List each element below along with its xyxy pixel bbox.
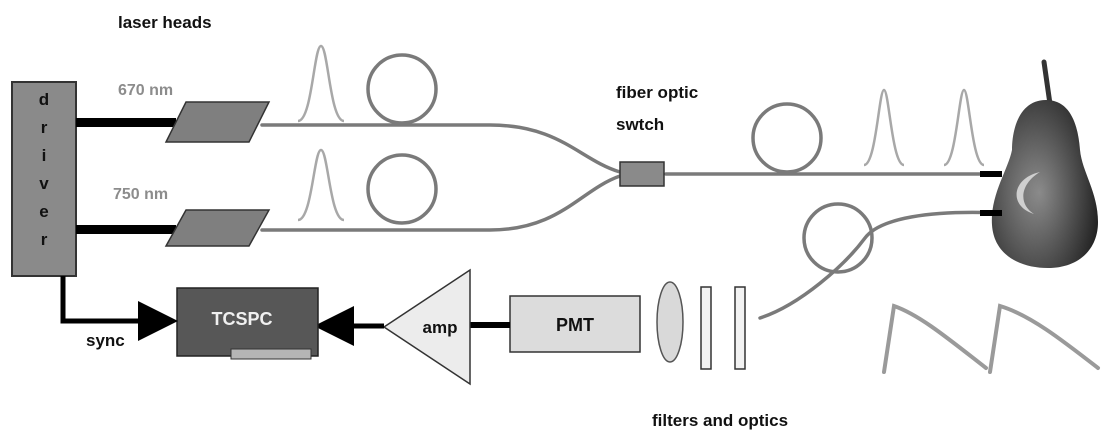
gaussian-pulse-icon <box>297 44 345 123</box>
filter-2 <box>734 286 746 370</box>
laser-heads-label: laser heads <box>118 13 212 32</box>
driver-cable-2 <box>76 225 176 234</box>
pmt-amp-link <box>470 322 510 328</box>
driver-letter: r <box>41 118 48 137</box>
fiber-optic-switch <box>619 161 665 187</box>
wavelength-750-label: 750 nm <box>113 186 168 203</box>
gaussian-pulse-icon <box>297 148 345 222</box>
fiber-upper <box>260 123 622 174</box>
driver-letter: i <box>42 146 47 165</box>
driver-letter: d <box>39 90 49 109</box>
sync-label: sync <box>86 331 125 350</box>
driver-letter: e <box>39 202 48 221</box>
driver-letter: r <box>41 230 48 249</box>
tcspc-label: TCSPC <box>211 309 272 329</box>
fiber-collection <box>758 210 1002 320</box>
fluorescence-decay-icon <box>882 303 988 374</box>
pulse-icon-group <box>297 44 985 222</box>
detection-fiber-tip <box>980 210 1002 216</box>
fiber-loop-output <box>751 102 823 174</box>
pear-icon <box>991 59 1098 268</box>
driver-cable-1 <box>76 118 176 127</box>
filter-1 <box>700 286 712 370</box>
fiber-loop-lower <box>366 153 438 225</box>
source-fiber-tip <box>980 171 1002 177</box>
laser-head-670 <box>164 101 271 143</box>
sync-arrow <box>60 276 178 341</box>
pmt-label: PMT <box>556 315 594 335</box>
fiber-loop-collection <box>802 202 874 274</box>
driver-box: d r i v e r <box>11 81 77 277</box>
fiber-switch-label-line2: swtch <box>616 115 664 134</box>
fiber-loop-upper <box>366 53 438 125</box>
tcspc-card-slot <box>230 348 312 360</box>
filters-optics-label: filters and optics <box>652 411 788 430</box>
gaussian-pulse-icon <box>863 88 905 167</box>
lens-icon <box>656 281 684 363</box>
fiber-lower <box>260 174 622 232</box>
fluorescence-decay-icon <box>988 303 1100 374</box>
fiber-switch-label-line1: fiber optic <box>616 83 698 102</box>
gaussian-pulse-icon <box>943 88 985 167</box>
amp-label: amp <box>423 318 458 337</box>
amp-triangle <box>382 268 471 386</box>
laser-head-750 <box>164 209 271 247</box>
driver-letter: v <box>39 174 49 193</box>
wavelength-670-label: 670 nm <box>118 82 173 99</box>
decay-icon-group <box>882 303 1100 374</box>
